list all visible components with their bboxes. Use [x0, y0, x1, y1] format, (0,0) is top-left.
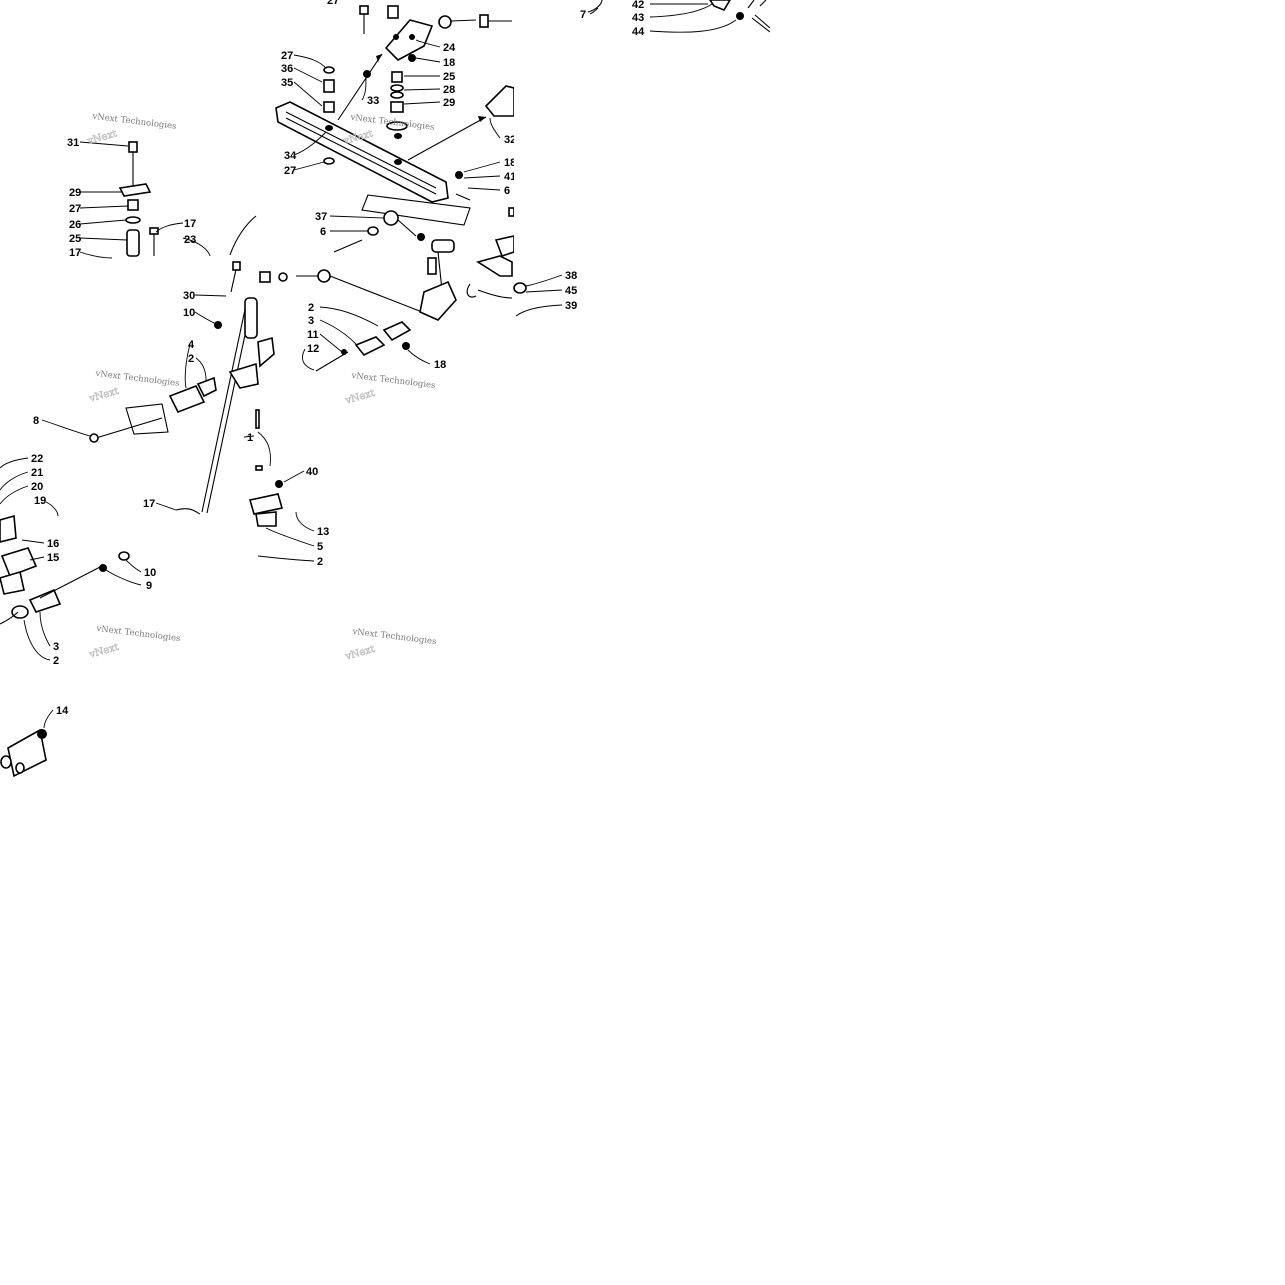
- callout-3: 3: [53, 641, 59, 653]
- callout-27: 27: [327, 0, 339, 7]
- callout-27: 27: [281, 50, 293, 62]
- callout-21: 21: [31, 467, 43, 479]
- callout-25: 25: [443, 71, 455, 83]
- callout-2: 2: [188, 353, 194, 365]
- tile-center: [89, 235, 527, 527]
- callout-32: 32: [504, 134, 516, 146]
- callout-8: 8: [33, 415, 39, 427]
- callout-18: 18: [434, 359, 446, 371]
- callout-29: 29: [69, 187, 81, 199]
- callout-28: 28: [443, 84, 455, 96]
- svg-text:vNext: vNext: [87, 642, 120, 661]
- callout-17: 17: [69, 247, 81, 259]
- callout-18: 18: [443, 57, 455, 69]
- watermark-text: vNext Technologies: [95, 624, 181, 644]
- watermark-text: vNext Technologies: [91, 112, 177, 132]
- callout-43: 43: [632, 12, 644, 24]
- watermark-text: vNext Technologies: [94, 369, 180, 389]
- callout-labels: 31 29 27 26 25 17 17 23 30 10 27 36 35 3…: [31, 0, 645, 717]
- callout-16: 16: [47, 538, 59, 550]
- callout-19: 19: [34, 495, 46, 507]
- callout-2: 2: [53, 655, 59, 667]
- callout-20: 20: [31, 481, 43, 493]
- tile-top-right: [587, 0, 771, 33]
- svg-text:vNext: vNext: [343, 388, 376, 407]
- tile-left-upper: [118, 141, 257, 293]
- callout-2: 2: [308, 302, 314, 314]
- callout-26: 26: [69, 219, 81, 231]
- callout-10: 10: [144, 567, 156, 579]
- callout-13: 13: [317, 526, 329, 538]
- callout-2: 2: [317, 556, 323, 568]
- callout-9: 9: [146, 580, 152, 592]
- callout-11: 11: [307, 329, 319, 341]
- callout-24: 24: [443, 42, 456, 54]
- callout-39: 39: [565, 300, 577, 312]
- callout-15: 15: [47, 552, 59, 564]
- callout-6: 6: [320, 226, 326, 238]
- callout-31: 31: [67, 137, 79, 149]
- callout-34: 34: [284, 150, 297, 162]
- callout-27: 27: [69, 203, 81, 215]
- callout-1: 1: [247, 432, 253, 444]
- tile-bottom-left: [0, 514, 130, 778]
- callout-36: 36: [281, 63, 293, 75]
- callout-44: 44: [632, 26, 645, 38]
- callout-27: 27: [284, 165, 296, 177]
- callout-29: 29: [443, 97, 455, 109]
- callout-40: 40: [306, 466, 318, 478]
- callout-35: 35: [281, 77, 293, 89]
- callout-41: 41: [504, 171, 516, 183]
- callout-23: 23: [184, 234, 196, 246]
- callout-38: 38: [565, 270, 577, 282]
- callout-25: 25: [69, 233, 81, 245]
- callout-17: 17: [143, 498, 155, 510]
- callout-17: 17: [184, 218, 196, 230]
- callout-18: 18: [504, 157, 516, 169]
- callout-10: 10: [183, 307, 195, 319]
- callout-4: 4: [188, 339, 195, 351]
- callout-6: 6: [504, 185, 510, 197]
- callout-37: 37: [315, 211, 327, 223]
- callout-12: 12: [307, 343, 319, 355]
- callout-33: 33: [367, 95, 379, 107]
- callout-5: 5: [317, 541, 323, 553]
- svg-text:vNext: vNext: [87, 386, 120, 405]
- callout-7: 7: [580, 9, 586, 21]
- tile-top-middle: [275, 5, 515, 253]
- callout-42: 42: [632, 0, 644, 11]
- callout-45: 45: [565, 285, 577, 297]
- callout-22: 22: [31, 453, 43, 465]
- callout-3: 3: [308, 315, 314, 327]
- callout-14: 14: [56, 705, 69, 717]
- callout-30: 30: [183, 290, 195, 302]
- leader-lines: [0, 3, 737, 729]
- watermark-text: vNext Technologies: [350, 371, 436, 391]
